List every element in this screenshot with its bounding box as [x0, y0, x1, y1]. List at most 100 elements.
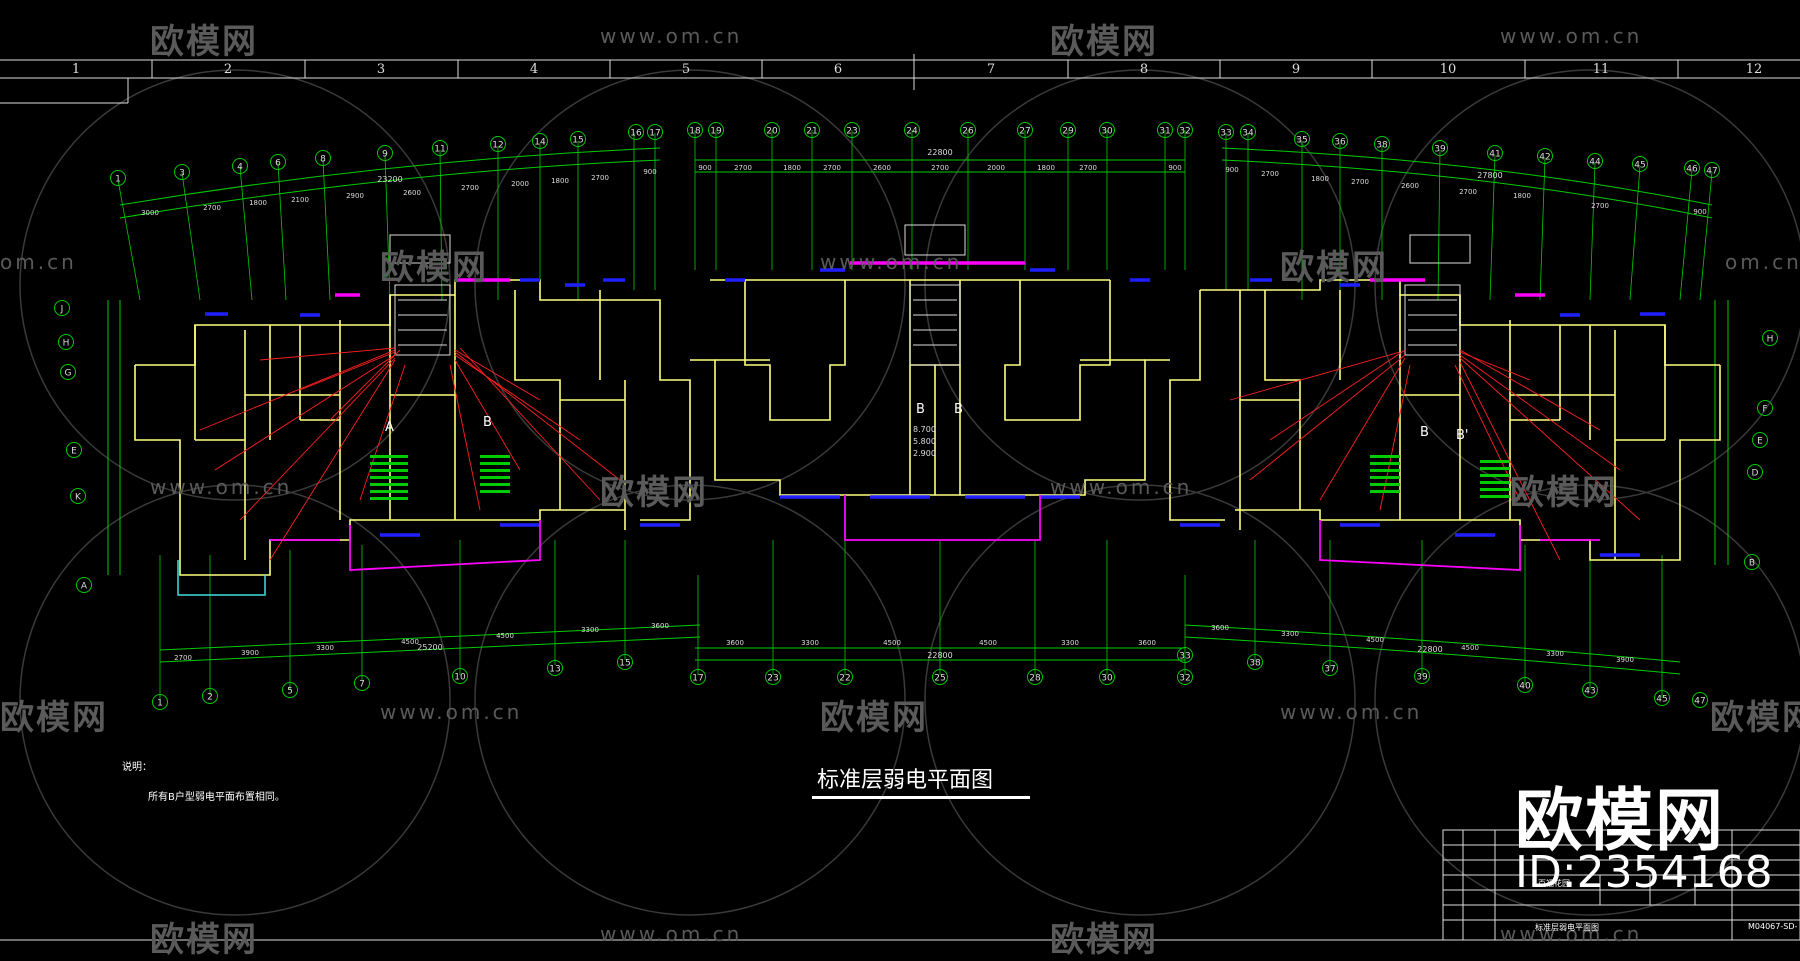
grid-bubble-label: 18 [689, 127, 701, 137]
grid-bubble: A [76, 577, 92, 593]
grid-bubble: H [1762, 330, 1778, 346]
dimension-text: 2700 [174, 654, 192, 662]
dimension-text: 1800 [783, 164, 801, 172]
grid-bubble: 13 [547, 660, 563, 676]
frame-column-number: 11 [1592, 62, 1610, 77]
windows [205, 268, 1665, 557]
watermark-brand: 欧模网 [150, 22, 258, 62]
watermark-url: www.om.cn [600, 24, 743, 48]
watermark-brand: 欧模网 [380, 248, 488, 288]
dimension-text: 2600 [873, 164, 891, 172]
dimension-text: 2700 [203, 204, 221, 212]
grid-bubble: 6 [270, 154, 286, 170]
grid-bubble-label: 40 [1519, 682, 1531, 692]
dimension-text: 23200 [377, 175, 402, 184]
dimension-text: 4500 [1461, 644, 1479, 652]
title-block-drawing-no: M04067-SD- [1748, 922, 1798, 931]
grid-bubble-label: 23 [846, 127, 857, 137]
grid-bubble-label: 33 [1220, 129, 1231, 139]
dimension-text: 2000 [511, 180, 529, 188]
grid-bubble-label: 15 [572, 136, 583, 146]
grid-bubble: 19 [708, 122, 724, 138]
building-walls [134, 279, 1721, 576]
grid-bubble: 44 [1587, 153, 1603, 169]
grid-bubble: 31 [1157, 122, 1173, 138]
grid-bubble-label: 41 [1489, 150, 1500, 160]
dimension-text: 900 [1168, 164, 1181, 172]
dimension-text: 2600 [403, 189, 421, 197]
grid-bubble: G [60, 364, 76, 380]
dimension-text: 1800 [551, 177, 569, 185]
grid-bubble-label: 45 [1634, 161, 1645, 171]
watermark-url: om.cn [0, 250, 77, 274]
grid-bubble: 27 [1017, 122, 1033, 138]
dimension-text: 2700 [1351, 178, 1369, 186]
grid-bubble: 2 [202, 688, 218, 704]
frame-column-ticks [151, 54, 1679, 90]
watermark-url: www.om.cn [1500, 922, 1643, 946]
grid-bubble-label: 47 [1706, 167, 1717, 177]
grid-bubble: 16 [628, 124, 644, 140]
grid-bubble-label: J [60, 305, 64, 315]
grid-bubble-label: 45 [1656, 695, 1667, 705]
grid-bubble-label: E [71, 447, 77, 457]
grid-bubble-label: 24 [906, 127, 918, 137]
grid-bubble: F [1757, 400, 1773, 416]
watermark-brand: 欧模网 [1710, 698, 1800, 738]
grid-bubble-label: 3 [179, 169, 185, 179]
grid-bubble-label: 38 [1376, 141, 1388, 151]
dimension-text: 4500 [979, 639, 997, 647]
grid-bubble: 36 [1332, 133, 1348, 149]
grid-bubble-label: 26 [962, 127, 974, 137]
grid-bubble: 46 [1684, 160, 1700, 176]
frame-column-number: 7 [986, 62, 996, 77]
grid-bubble: 18 [687, 122, 703, 138]
dimension-text: 1800 [249, 199, 267, 207]
dimension-text: 3600 [1211, 624, 1229, 632]
dimension-text: 25200 [417, 643, 442, 652]
grid-bubble-label: 33 [1179, 652, 1190, 662]
grid-bubble-label: 8 [320, 155, 326, 165]
title-underline [812, 796, 1030, 799]
watermark-url: www.om.cn [1280, 700, 1423, 724]
dimension-text: 22800 [927, 651, 952, 660]
grid-bubble: E [66, 442, 82, 458]
grid-bubble: 14 [532, 133, 548, 149]
dimension-text: 2700 [1079, 164, 1097, 172]
grid-bubble-label: 20 [766, 127, 778, 137]
grid-bubble-label: D [1752, 469, 1759, 479]
dimension-text: 22800 [927, 148, 952, 157]
grid-bubble-label: 2 [207, 693, 213, 703]
grid-bubble-label: 37 [1324, 665, 1335, 675]
dimension-text: 3600 [651, 622, 669, 630]
dimension-text: 2000 [987, 164, 1005, 172]
grid-bubble-label: 47 [1694, 697, 1705, 707]
dimension-text: 1800 [1311, 175, 1329, 183]
balconies [270, 261, 1600, 571]
grid-bubble-label: E [1757, 437, 1763, 447]
dimension-text: 2700 [734, 164, 752, 172]
frame-column-number: 5 [681, 62, 691, 77]
unit-label: B [1420, 425, 1429, 440]
grid-bubble-label: 34 [1242, 129, 1254, 139]
grid-bubble: 10 [452, 668, 468, 684]
dimension-text: 3300 [1281, 630, 1299, 638]
watermark-url: www.om.cn [150, 475, 293, 499]
dimension-text: 1800 [1513, 192, 1531, 200]
dimension-text: 900 [643, 168, 656, 176]
grid-bubble-label: 12 [492, 141, 503, 151]
watermark-url: www.om.cn [1500, 24, 1643, 48]
watermark-brand: 欧模网 [0, 698, 108, 738]
grid-bubble-label: F [1762, 405, 1767, 415]
notes-heading: 说明： [122, 762, 152, 773]
grid-bubble: 15 [570, 131, 586, 147]
grid-bubble-label: G [65, 369, 72, 379]
watermark-brand: 欧模网 [150, 920, 258, 960]
grid-bubble: 45 [1654, 690, 1670, 706]
grid-bubble-label: 1 [157, 699, 163, 709]
notes-body: 所有B户型弱电平面布置相同。 [148, 792, 285, 803]
grid-bubble-label: 25 [934, 674, 945, 684]
dimension-text: 3300 [1061, 639, 1079, 647]
grid-bubble: 30 [1099, 669, 1115, 685]
